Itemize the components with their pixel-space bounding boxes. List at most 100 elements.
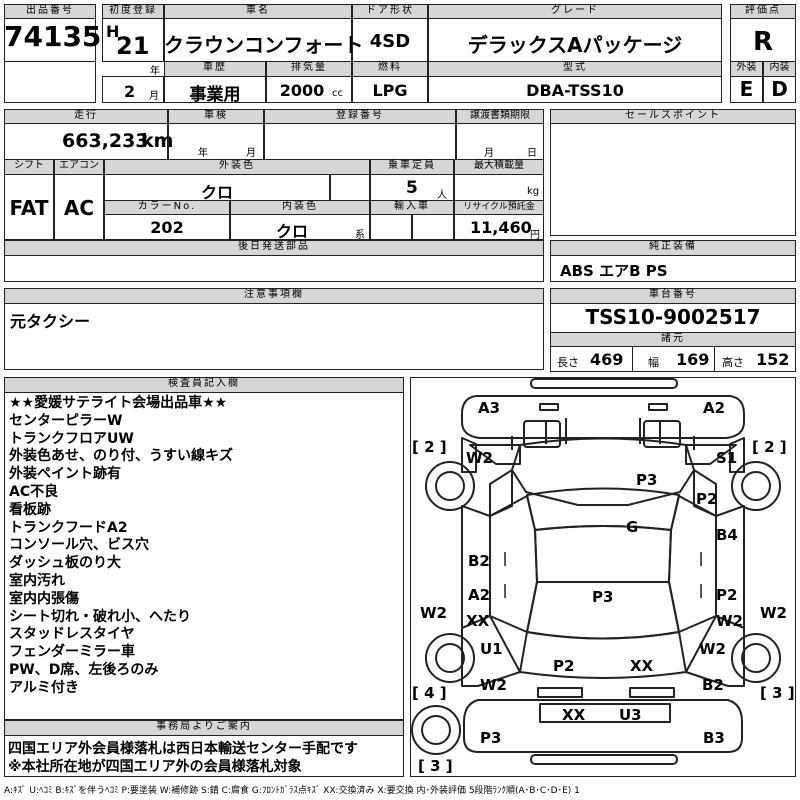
grade: デラックスAパッケージ [467,33,683,57]
front-right-light-shape [643,420,681,448]
inspector-note-item: ダッシュ板のり大 [9,555,121,572]
inspector-note-item: 外装色あせ、のり付、うすい線キズ [9,448,233,465]
caution-cell [4,303,544,370]
inspector-note-item: コンソール穴、ビス穴 [9,537,149,554]
exterior-grade: E [739,77,754,101]
import-cell-a [370,214,412,240]
unit-day: 日 [527,148,537,159]
front-left-lamp-shape [469,444,521,465]
mark-s1: S1 [716,449,738,467]
unit-kei: 系 [355,230,365,241]
mark-b3: B3 [703,729,725,747]
unit-month-3: 月 [484,148,494,159]
office-note-1: 四国エリア外会員様落札は西日本輸送センター手配です [8,741,358,757]
mark-xx-left: XX [466,612,490,630]
unit-year-2: 年 [198,148,208,159]
b-pillar-lines [511,470,695,506]
rear-door-handle-lines [504,584,702,598]
right-door-shape [715,505,745,629]
plate-area-shape [539,703,671,723]
inspector-note-item: AC不良 [9,483,59,500]
aircon-cell [54,174,104,240]
lot-lower-cell [4,61,96,103]
spare-tire-outer [411,705,461,755]
interior-grade: D [771,77,788,101]
mark-a3: A3 [478,399,501,417]
unit-kg: kg [527,186,540,197]
tire-front-left-outer [425,461,475,511]
tire-mark-rr: [ 3 ] [760,684,795,702]
model-code: DBA-TSS10 [526,81,624,100]
score: R [752,27,774,57]
inspector-note-item: 看板跡 [9,501,51,518]
inspector-note-item: 外装ペイント跡有 [9,466,121,483]
tire-front-left-inner [435,471,465,501]
unit-person: 人 [437,190,447,201]
mark-p3-roof: P3 [592,588,614,606]
tire-mark-fl: [ 2 ] [412,438,447,456]
shift: FAT [9,196,49,220]
tire-rear-left-outer [425,633,475,683]
shift-cell [4,174,54,240]
a-pillar-lines [511,436,695,450]
inspector-note-item: トランクフードA2 [9,519,128,536]
tire-mark-fr: [ 2 ] [752,438,787,456]
rear-bumper-shape [530,754,678,765]
trunk-shape [519,631,687,679]
specs-div-2 [714,346,715,372]
equipment: ABS エアB PS [560,262,668,280]
rear-panel-shape [463,699,743,753]
height-value: 152 [756,350,790,369]
fuel: LPG [372,81,408,100]
office-notes-box [4,735,404,777]
fuel-cell [352,76,428,103]
chassis-number: TSS10-9002517 [585,305,761,329]
grille-left-shape [539,403,559,411]
front-right-fender-shape [729,437,745,473]
tire-mark-spare: [ 3 ] [418,757,453,775]
inspector-notes-box [4,392,404,720]
front-left-light-shape [523,420,561,448]
inspector-note-item: ★★愛媛サテライト会場出品車★★ [9,395,228,411]
mark-w2-right-wing: W2 [760,604,787,622]
mark-u3: U3 [619,706,642,724]
unit-cc: cc [332,88,343,99]
width-value: 169 [676,350,710,369]
mark-w2-rear-left: W2 [480,676,507,694]
history: 事業用 [189,85,241,105]
height-label: 高さ [722,356,744,369]
unit-yen: 円 [530,230,540,241]
mark-xx-trunk: XX [630,657,654,675]
tire-rear-right-inner [741,643,771,673]
aircon: AC [63,196,95,220]
mark-p2-right: P2 [716,586,738,604]
right-side-window-shape [668,495,717,633]
inspector-note-item: PW、D席、左後ろのみ [9,661,159,678]
first-reg-month-cell [102,76,164,103]
model-cell [428,76,722,103]
caution-text: 元タクシー [10,312,91,331]
later-parts-cell [4,255,544,282]
mark-a2-left: A2 [468,586,491,604]
mark-b2-rear-right: B2 [702,676,724,694]
inspector-note-item: トランクフロアUW [9,430,134,447]
recycle-fee: 11,460 [470,218,532,237]
capacity: 5 [406,178,418,198]
front-right-lamp-shape [685,444,737,465]
mark-p3-hood: P3 [636,471,658,489]
specs-cell [550,346,796,372]
roof-shape [534,525,672,583]
front-bumper-shape [530,378,678,389]
first-reg-year-cell [102,18,164,62]
rear-left-lamp-shape [537,687,583,698]
mark-b4: B4 [716,526,738,544]
tire-front-right-inner [741,471,771,501]
int-color-cell [230,214,370,240]
inspector-note-item: 室内内張傷 [9,590,79,607]
damage-map-frame [410,377,796,777]
tire-rear-right-outer [731,633,781,683]
left-side-window-shape [489,495,538,633]
sales-point-cell [550,123,796,236]
unit-month: 月 [149,91,159,102]
color-no-cell [104,214,230,240]
